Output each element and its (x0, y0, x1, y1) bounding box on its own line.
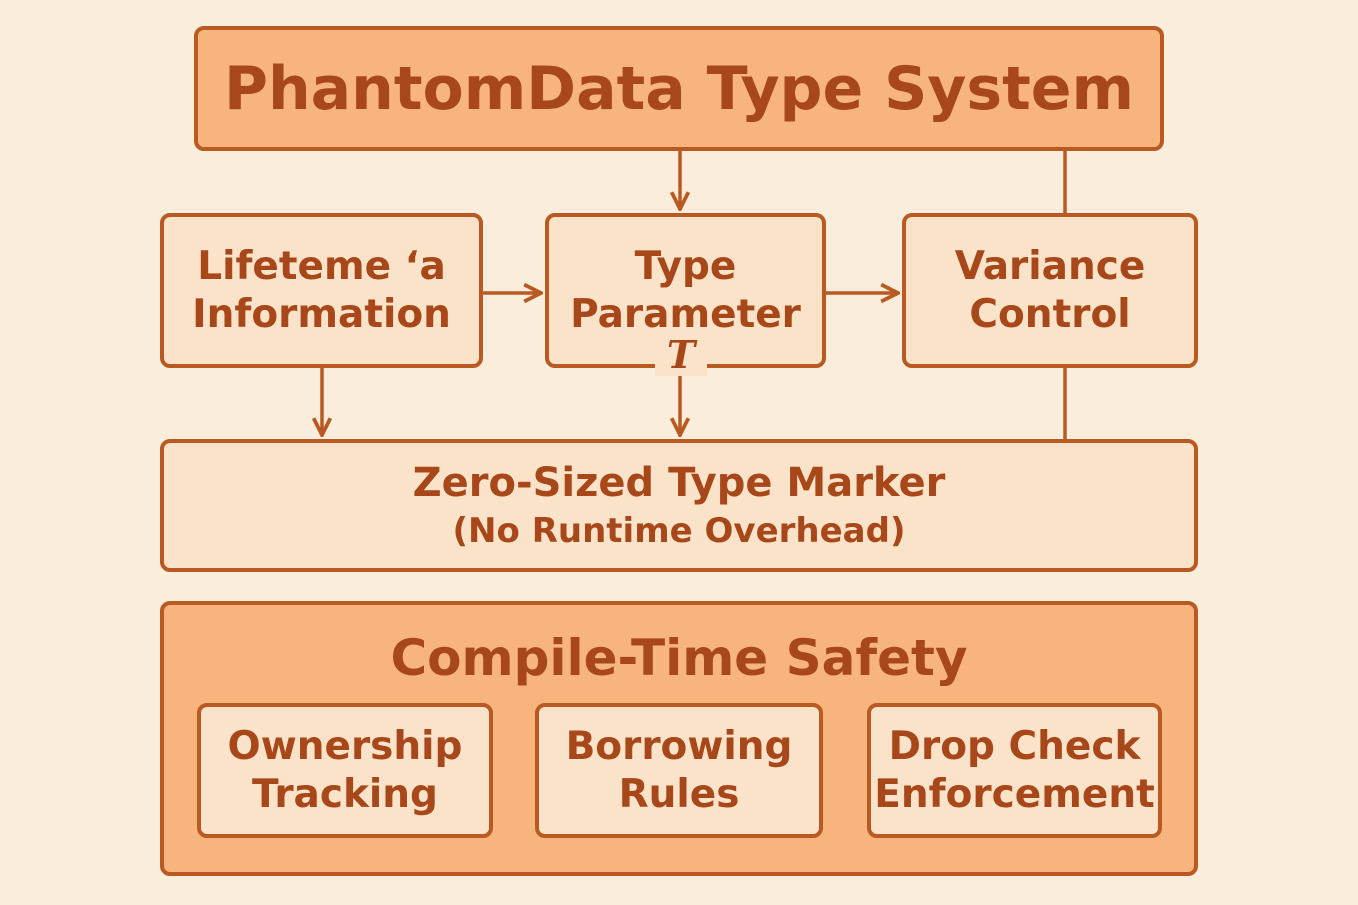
borrowing-rules-node: Borrowing Rules (535, 703, 823, 838)
type-parameter-line1: Type (634, 243, 737, 289)
ownership-line1: Ownership (227, 723, 463, 769)
drop-check-line1: Drop Check (888, 723, 1141, 769)
drop-check-line2: Enforcement (874, 771, 1155, 817)
zero-sized-line1: Zero-Sized Type Marker (412, 459, 946, 506)
borrowing-line1: Borrowing (565, 723, 793, 769)
diagram-title-text: PhantomData Type System (223, 53, 1135, 124)
ownership-tracking-node: Ownership Tracking (197, 703, 493, 838)
type-parameter-line2: Parameter (570, 291, 801, 337)
zero-sized-line2: (No Runtime Overhead) (452, 510, 906, 551)
drop-check-node: Drop Check Enforcement (867, 703, 1162, 838)
borrowing-line2: Rules (618, 771, 740, 817)
variance-control-node: Variance Control (902, 213, 1198, 368)
compile-time-safety-title: Compile-Time Safety (390, 629, 968, 687)
ownership-line2: Tracking (252, 771, 438, 817)
lifetime-information-node: Lifeteme ‘a Information (160, 213, 483, 368)
variance-line2: Control (969, 291, 1131, 337)
diagram-title: PhantomData Type System (194, 26, 1164, 151)
zero-sized-marker-node: Zero-Sized Type Marker (No Runtime Overh… (160, 439, 1198, 572)
type-parameter-symbol: T (655, 334, 707, 376)
lifetime-line2: Information (192, 291, 451, 337)
variance-line1: Variance (954, 243, 1146, 289)
lifetime-line1: Lifeteme ‘a (197, 243, 446, 289)
